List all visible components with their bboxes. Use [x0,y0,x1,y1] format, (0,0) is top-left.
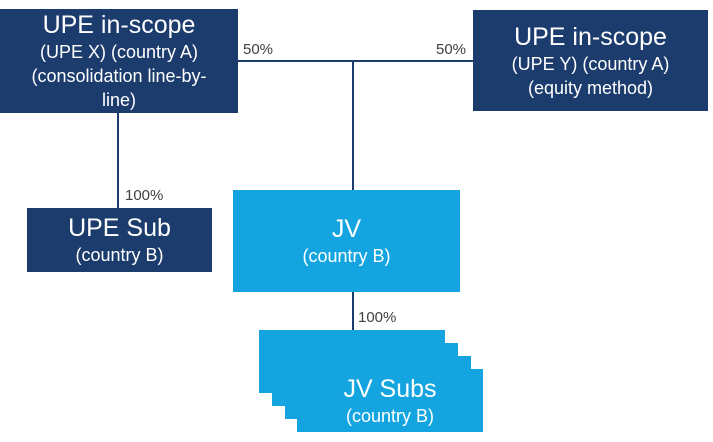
upe-y-box: UPE in-scope (UPE Y) (country A) (equity… [473,10,708,111]
edge-upe-x-to-upe-sub [117,113,119,208]
ownership-label-upe-sub: 100% [125,187,164,204]
upe-x-title: UPE in-scope [42,11,196,39]
jv-subs-title: JV Subs [343,374,437,403]
ownership-label-jv-subs: 100% [358,309,397,326]
upe-x-subline-2: (consolidation line-by- [31,66,207,86]
jv-subs-box: JV Subs (country B) [297,369,483,432]
upe-x-box: UPE in-scope (UPE X) (country A) (consol… [0,9,238,113]
jv-subs-subline-1: (country B) [345,405,435,426]
upe-sub-subline-1: (country B) [75,245,164,265]
upe-x-subline-1: (UPE X) (country A) [39,42,199,62]
jv-subline-1: (country B) [302,246,391,266]
jv-box: JV (country B) [233,190,460,292]
edge-jv-to-jv-subs [352,292,354,330]
upe-sub-title: UPE Sub [68,214,171,242]
upe-y-subline-2: (equity method) [527,77,654,98]
ownership-label-upe-x-jv: 50% [243,41,274,58]
upe-y-subline-1: (UPE Y) (country A) [511,53,670,74]
upe-y-title: UPE in-scope [514,22,667,51]
edge-upe-x-to-upe-y-horizontal [238,60,473,62]
upe-x-subline-3: line) [101,90,136,110]
upe-sub-box: UPE Sub (country B) [27,208,212,272]
ownership-label-upe-y-jv: 50% [436,41,467,58]
edge-down-to-jv [352,60,354,190]
jv-title: JV [331,215,362,243]
